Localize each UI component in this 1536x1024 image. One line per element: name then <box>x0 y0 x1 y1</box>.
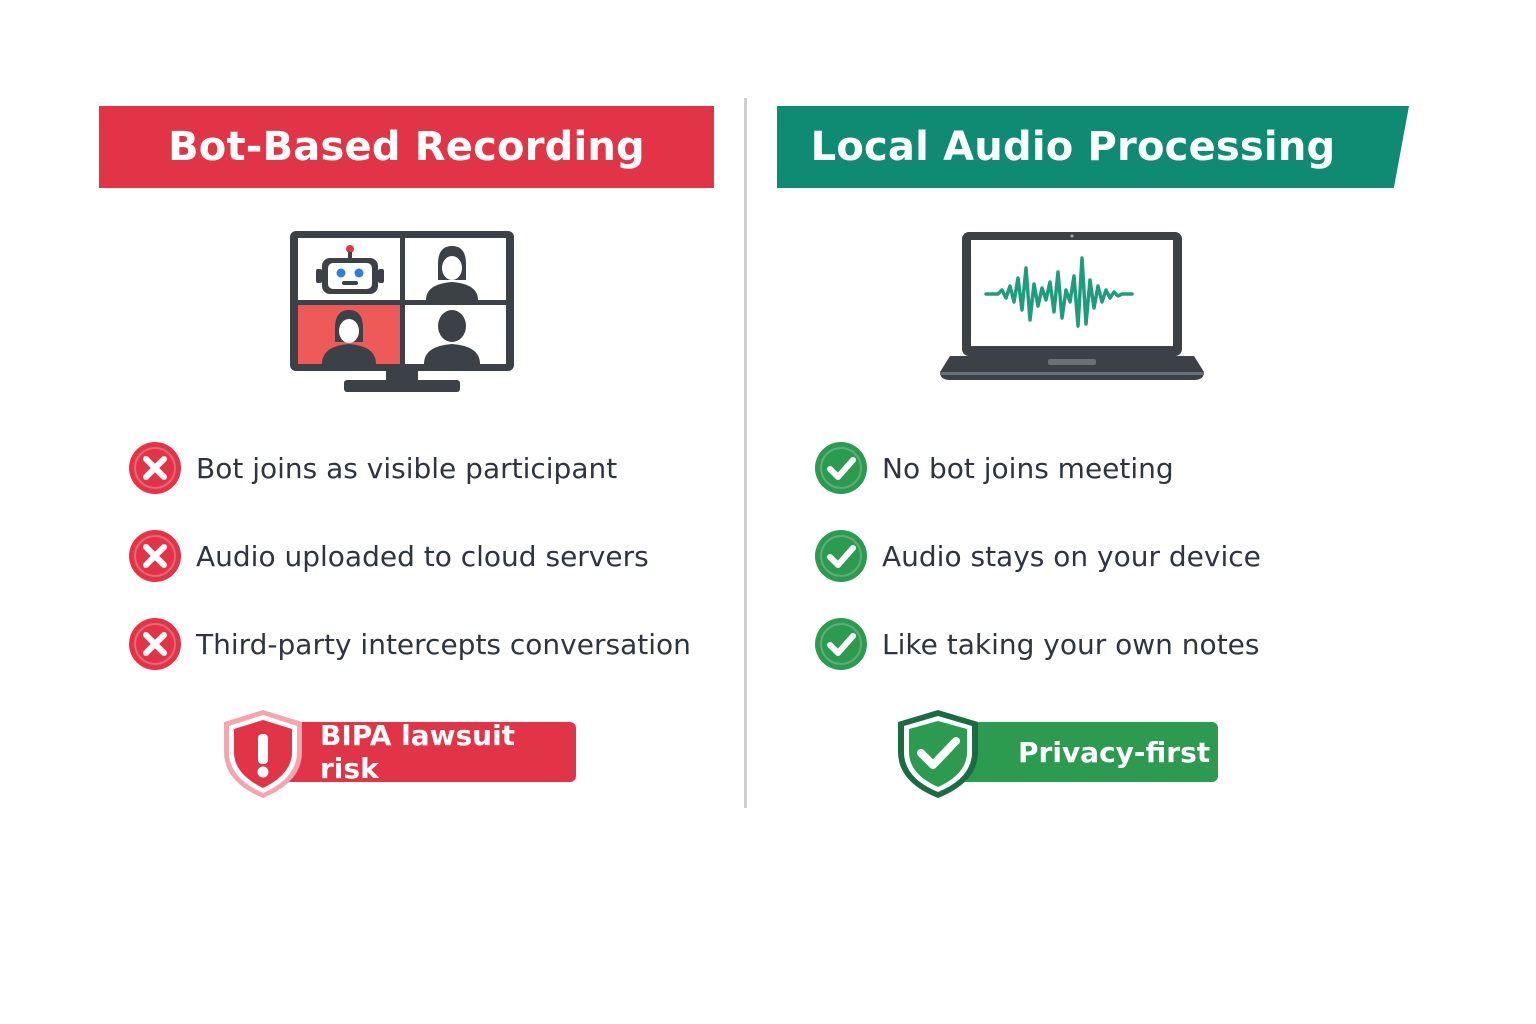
list-item: Audio stays on your device <box>814 528 1261 584</box>
check-circle-icon <box>815 442 867 494</box>
local-processing-panel: Local Audio Processing No bot joins meet… <box>776 0 1516 1024</box>
local-processing-title: Local Audio Processing <box>777 106 1409 188</box>
benefit-text: No bot joins meeting <box>882 451 1174 485</box>
list-item: Audio uploaded to cloud servers <box>128 528 691 584</box>
warning-shield-icon <box>224 710 302 798</box>
bipa-risk-badge: BIPA lawsuit risk <box>222 708 578 800</box>
video-call-with-bot-icon <box>290 231 514 392</box>
x-circle-icon <box>129 442 181 494</box>
drawback-text: Bot joins as visible participant <box>196 451 618 485</box>
drawback-text: Third-party intercepts conversation <box>196 627 691 661</box>
check-circle-icon <box>815 530 867 582</box>
badge-label: BIPA lawsuit risk <box>272 719 576 785</box>
bot-recording-panel: Bot-Based Recording <box>0 0 740 1024</box>
list-item: Bot joins as visible participant <box>128 440 691 496</box>
list-item: Third-party intercepts conversation <box>128 616 691 672</box>
badge-label: Privacy-first <box>946 722 1218 782</box>
list-item: No bot joins meeting <box>814 440 1261 496</box>
benefit-text: Like taking your own notes <box>882 627 1260 661</box>
benefits-list: No bot joins meeting Audio stays on your… <box>814 440 1261 704</box>
drawbacks-list: Bot joins as visible participant Audio u… <box>128 440 691 704</box>
panel-divider <box>744 98 747 808</box>
check-shield-icon <box>898 710 978 798</box>
drawback-text: Audio uploaded to cloud servers <box>196 539 649 573</box>
check-circle-icon <box>815 618 867 670</box>
privacy-first-badge: Privacy-first <box>896 708 1341 800</box>
x-circle-icon <box>129 530 181 582</box>
benefit-text: Audio stays on your device <box>882 539 1261 573</box>
x-circle-icon <box>129 618 181 670</box>
bot-recording-title: Bot-Based Recording <box>99 106 714 188</box>
laptop-waveform-icon <box>940 232 1204 380</box>
list-item: Like taking your own notes <box>814 616 1261 672</box>
